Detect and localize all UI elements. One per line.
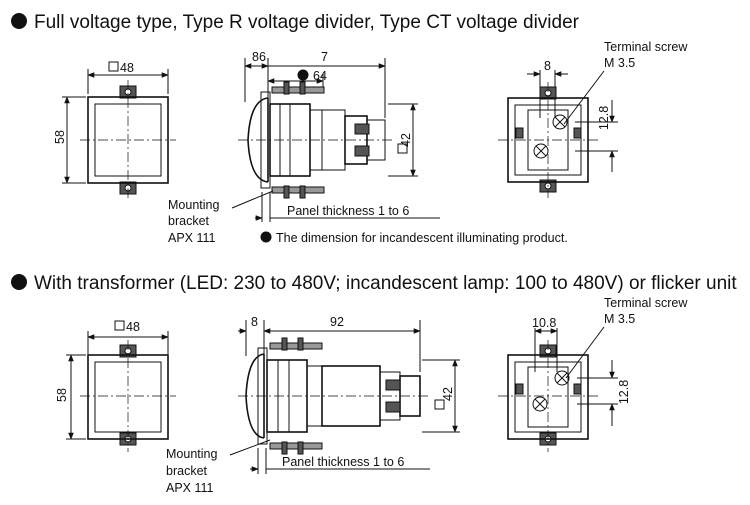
depth-incandescent-label: 64 bbox=[313, 69, 327, 83]
panel-thickness-label: Panel thickness 1 to 6 bbox=[287, 204, 409, 218]
terminal-screw-label: Terminal screw bbox=[604, 40, 688, 54]
square-symbol-icon bbox=[397, 143, 408, 154]
terminal-pitch-v-label: 12.8 bbox=[617, 380, 631, 404]
panel-thickness-label: Panel thickness 1 to 6 bbox=[282, 455, 404, 469]
terminal-pitch-h-label: 10.8 bbox=[532, 316, 556, 330]
terminal-screw-label: Terminal screw bbox=[604, 296, 688, 310]
section-2: With transformer (LED: 230 to 480V; inca… bbox=[11, 273, 737, 495]
terminal-screw-size: M 3.5 bbox=[604, 312, 635, 326]
bullet-icon bbox=[11, 274, 27, 290]
terminal-screw-size: M 3.5 bbox=[604, 56, 635, 70]
bracket-label-line3: APX 111 bbox=[168, 231, 216, 245]
depth-total-label: 92 bbox=[330, 315, 344, 329]
square-symbol-icon bbox=[114, 320, 125, 331]
incandescent-note: The dimension for incandescent illuminat… bbox=[276, 231, 568, 245]
bullet-icon bbox=[11, 13, 27, 29]
bracket-label-line2: bracket bbox=[168, 214, 210, 228]
depth-front-label: 8 bbox=[251, 315, 258, 329]
front-view-1: 48 58 bbox=[53, 61, 176, 198]
depth-front-label: 86 bbox=[252, 50, 266, 64]
front-height-label: 58 bbox=[53, 130, 67, 144]
front-view-2: 48 58 bbox=[55, 320, 176, 452]
depth-total-label: 7 bbox=[321, 50, 328, 64]
side-view-1: 86 7 64 bbox=[168, 50, 568, 245]
bracket-label-line3: APX 111 bbox=[166, 481, 214, 495]
note-marker-icon bbox=[260, 231, 272, 243]
square-symbol-icon bbox=[434, 399, 445, 410]
body-size-label: 42 bbox=[441, 387, 455, 401]
section-1: Full voltage type, Type R voltage divide… bbox=[11, 12, 688, 245]
rear-view-1: 8 Terminal screw M 3.5 12.8 bbox=[498, 40, 688, 198]
terminal-pitch-h-label: 8 bbox=[544, 59, 551, 73]
bracket-label-line1: Mounting bbox=[168, 198, 219, 212]
rear-view-2: 10.8 Terminal screw M 3.5 1 bbox=[498, 296, 688, 452]
front-width-label: 48 bbox=[120, 61, 134, 75]
square-symbol-icon bbox=[108, 61, 119, 72]
section-1-title: Full voltage type, Type R voltage divide… bbox=[34, 12, 580, 33]
side-view-2: 8 92 42 bbox=[166, 315, 460, 495]
note-marker-icon bbox=[297, 69, 309, 81]
bracket-label-line1: Mounting bbox=[166, 447, 217, 461]
terminal-pitch-v-label: 12.8 bbox=[597, 106, 611, 130]
front-height-label: 58 bbox=[55, 388, 69, 402]
bracket-label-line2: bracket bbox=[166, 464, 208, 478]
body-size-label: 42 bbox=[399, 133, 413, 147]
front-width-label: 48 bbox=[126, 320, 140, 334]
section-2-title: With transformer (LED: 230 to 480V; inca… bbox=[34, 273, 737, 294]
